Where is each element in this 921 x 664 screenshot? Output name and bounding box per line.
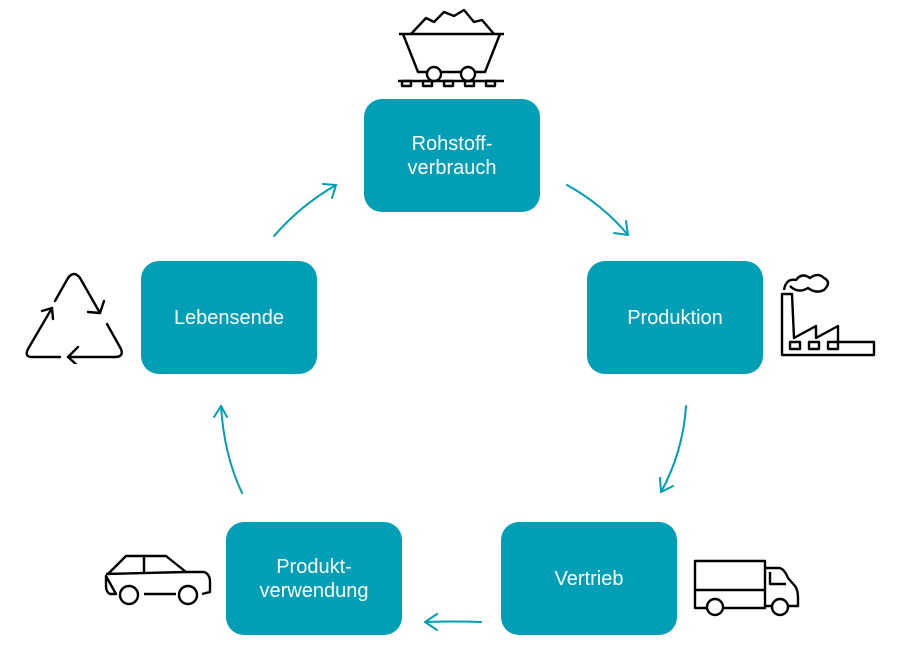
recycle-icon (25, 272, 123, 364)
arrow-verwendung-to-lebensende (213, 405, 243, 494)
stage-produktverwendung: Produkt- verwendung (226, 522, 402, 635)
stage-label-line-1: Rohstoff- (411, 132, 493, 155)
stage-produktion: Produktion (587, 261, 763, 374)
car-icon (104, 554, 212, 606)
stage-label: Lebensende (173, 306, 285, 329)
stage-label-line-1: Produkt- (276, 555, 352, 578)
stage-label-line-2: verwendung (259, 579, 369, 602)
arrow-rohstoff-to-produktion (566, 184, 629, 236)
stage-label-line-2: verbrauch (407, 156, 497, 179)
truck-icon (693, 559, 800, 617)
stage-rohstoffverbrauch: Rohstoff- verbrauch (364, 99, 540, 212)
arrow-lebensende-to-rohstoff (273, 183, 337, 237)
arrow-produktion-to-vertrieb (659, 405, 687, 493)
mine-cart-icon (398, 8, 504, 88)
stage-label: Produktion (627, 306, 723, 329)
stage-vertrieb: Vertrieb (501, 522, 677, 635)
arrow-vertrieb-to-verwendung (424, 613, 482, 631)
stage-lebensende: Lebensende (141, 261, 317, 374)
factory-icon (780, 273, 876, 357)
stage-label: Vertrieb (554, 567, 624, 590)
